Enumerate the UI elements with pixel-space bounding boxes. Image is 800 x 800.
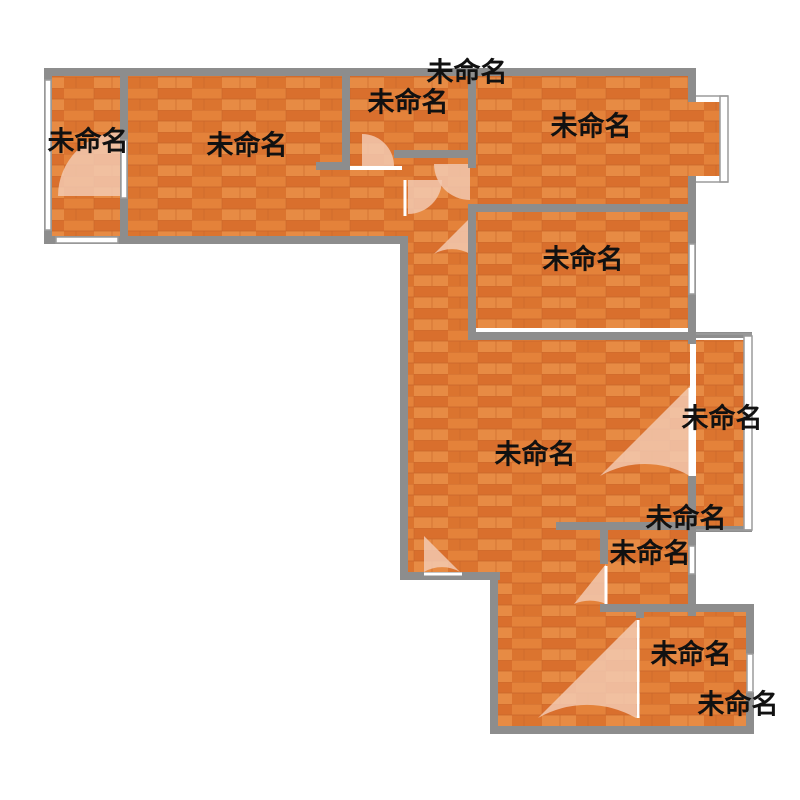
wall-bedroom-ne-bottom	[468, 204, 696, 212]
wall-bedroom-e-bottom	[468, 332, 696, 340]
door-swing-bathroom-north[interactable]	[362, 134, 394, 166]
wall-top-east	[470, 68, 696, 76]
door-swing-corridor-left[interactable]	[408, 180, 442, 214]
floor-balcony-east	[696, 340, 744, 528]
wall-top-west	[46, 68, 348, 76]
door-swing-balcony-west[interactable]	[58, 132, 122, 196]
door-leaves	[403, 180, 692, 718]
wall-balcony-east-top	[688, 332, 752, 338]
label-bedroom-northeast: 未命名	[551, 111, 632, 143]
wall-storage-west	[600, 522, 608, 564]
wall-balcony-east-bottom	[688, 526, 752, 532]
wall-bedroom-ne-east-upper	[688, 68, 696, 102]
door-swing-storage[interactable]	[574, 564, 606, 604]
floor-washroom-east	[640, 612, 748, 726]
wall-bedroom-west-stub	[316, 162, 350, 170]
wall-kitchen-east	[636, 604, 644, 618]
wall-bedroom-ne-east-lower	[688, 176, 696, 212]
floor-bay-northeast	[688, 102, 720, 176]
wall-washroom-east	[746, 604, 754, 654]
label-kitchen-south: 未命名	[651, 639, 732, 671]
wall-kitchen-west	[490, 572, 498, 734]
windows	[44, 79, 754, 693]
label-bedroom-east: 未命名	[543, 244, 624, 276]
wall-west-bottom	[44, 236, 408, 244]
room-labels: 未命名 未命名 未命名 未命名 未命名 未命名 未命名 未命名 未命名 未命名 …	[48, 57, 779, 721]
door-swing-kitchen[interactable]	[538, 620, 636, 718]
floor-bedroom-northeast	[476, 76, 688, 206]
label-corridor-top: 未命名	[427, 57, 508, 89]
floor-areas	[52, 76, 748, 726]
label-storage-east: 未命名	[646, 503, 727, 535]
door-swing-living-room[interactable]	[600, 386, 690, 476]
wall-corridor-mid	[468, 150, 476, 168]
window-west-partition	[120, 139, 128, 199]
wall-south-bottom	[490, 726, 754, 734]
wall-bathroom-east	[468, 68, 476, 168]
wall-washroom-east-lower	[746, 692, 754, 734]
label-washroom-east: 未命名	[610, 538, 691, 570]
door-swing-entrance[interactable]	[424, 536, 460, 572]
floor-corridor-west	[342, 170, 408, 236]
wall-bedroom-west-east	[342, 68, 350, 170]
label-balcony-west: 未命名	[48, 126, 129, 158]
floor-bedroom-west	[128, 76, 342, 236]
wall-living-bottom-left	[400, 572, 500, 580]
label-bedroom-west: 未命名	[207, 130, 288, 162]
window-washroom	[746, 653, 754, 693]
wall-bathroom-bottom	[394, 150, 476, 158]
window-storage	[688, 545, 696, 575]
door-swings	[58, 132, 690, 718]
label-balcony-south: 未命名	[698, 689, 779, 721]
floor-bedroom-east	[476, 212, 688, 328]
label-bathroom-north: 未命名	[368, 87, 449, 119]
label-living-room: 未命名	[495, 439, 576, 471]
window-balcony-west-bottom	[55, 236, 119, 244]
door-swing-bedroom-east[interactable]	[434, 218, 470, 254]
window-bedroom-east	[688, 243, 696, 295]
wall-top-middle	[342, 68, 474, 76]
wall-storage-top	[556, 522, 696, 530]
window-bedroom-ne-bay	[719, 95, 729, 183]
wall-storage-bottom	[600, 604, 754, 612]
wall-corridor-west	[400, 236, 408, 580]
wall-corridor-east	[468, 204, 476, 340]
window-balcony-west-left	[44, 79, 52, 231]
door-swing-corridor-right[interactable]	[434, 164, 470, 200]
label-balcony-east: 未命名	[682, 403, 763, 435]
